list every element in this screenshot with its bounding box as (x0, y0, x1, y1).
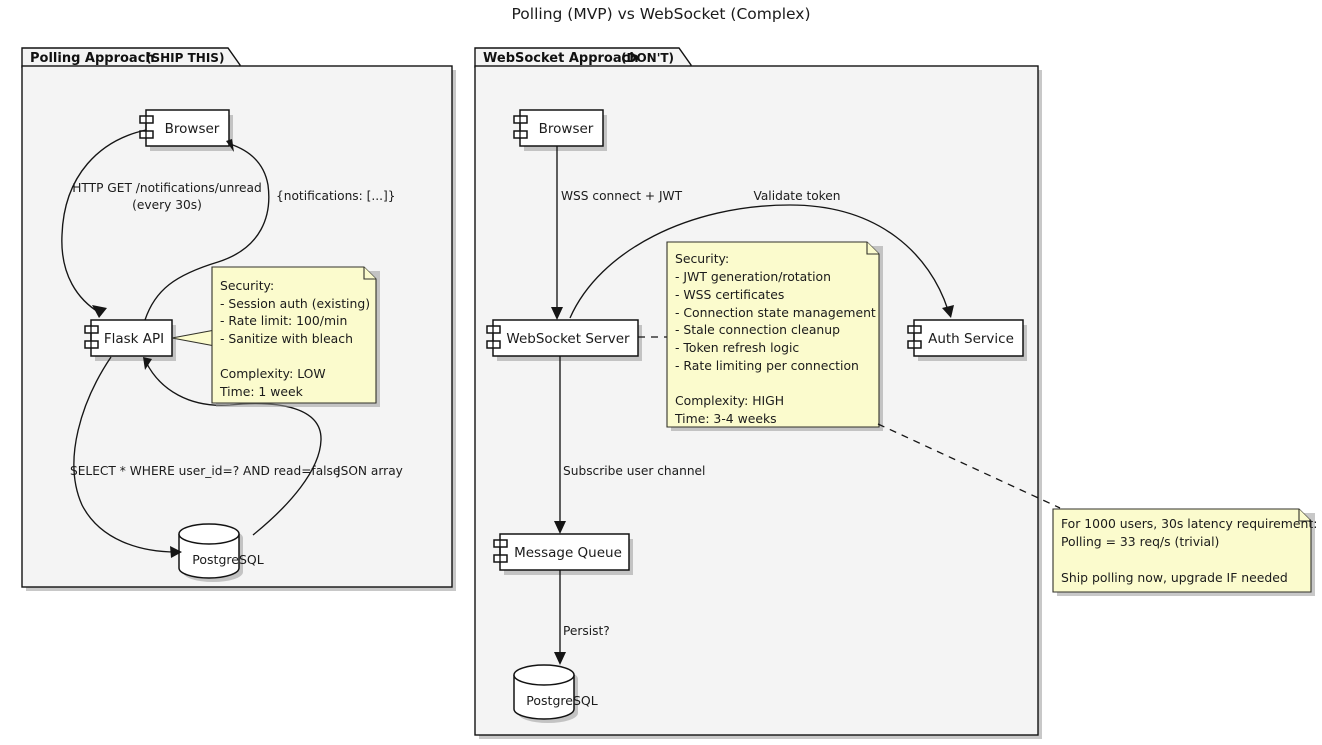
note-websocket-security: Security: - JWT generation/rotation - WS… (666, 241, 883, 431)
edge-notifications-response: {notifications: [...]} (144, 139, 396, 321)
edge-subscribe-channel: Subscribe user channel (554, 356, 705, 534)
note-line: - WSS certificates (675, 287, 784, 302)
note-line: For 1000 users, 30s latency requirement: (1061, 516, 1317, 531)
edge-label: Subscribe user channel (563, 464, 705, 478)
note-polling-security: Security: - Session auth (existing) - Ra… (211, 266, 380, 407)
component-auth-service[interactable]: Auth Service (907, 319, 1027, 361)
component-websocket-browser[interactable]: Browser (513, 109, 607, 151)
edge-label: Persist? (563, 624, 610, 638)
edge-sql-query: SELECT * WHERE user_id=? AND read=false (70, 356, 340, 558)
note-line: - Connection state management (675, 305, 876, 320)
edge-wss-connect: WSS connect + JWT (551, 146, 683, 320)
note-line: - Rate limiting per connection (675, 358, 859, 373)
database-polling-postgresql[interactable]: PostgreSQL (178, 523, 264, 582)
database-label: PostgreSQL (526, 693, 597, 708)
package-websocket-title: WebSocket Approach (483, 51, 639, 66)
note-line: - Stale connection cleanup (675, 322, 840, 337)
note-line: Complexity: HIGH (675, 393, 784, 408)
database-websocket-postgresql[interactable]: PostgreSQL (513, 664, 598, 723)
edge-label: Validate token (753, 189, 840, 203)
note-line: Polling = 33 req/s (trivial) (1061, 534, 1219, 549)
component-polling-browser[interactable]: Browser (139, 109, 233, 151)
note-line: - Sanitize with bleach (220, 331, 353, 346)
component-label: Browser (539, 121, 594, 137)
note-line: Time: 1 week (219, 384, 304, 399)
component-message-queue[interactable]: Message Queue (493, 533, 633, 575)
package-websocket-subtitle: (DON'T) (621, 51, 674, 65)
component-label: WebSocket Server (506, 331, 630, 347)
note-line: - Rate limit: 100/min (220, 313, 347, 328)
package-polling-title: Polling Approach (30, 51, 155, 66)
note-line: Security: (675, 251, 729, 266)
note-line: Ship polling now, upgrade IF needed (1061, 570, 1288, 585)
database-label: PostgreSQL (192, 552, 263, 567)
note-line: Complexity: LOW (220, 366, 326, 381)
component-flask-api[interactable]: Flask API (84, 319, 176, 361)
note-line: - Session auth (existing) (220, 296, 370, 311)
note-line: Time: 3-4 weeks (674, 411, 777, 426)
component-label: Browser (165, 121, 220, 137)
edge-validate-token: Validate token (569, 189, 954, 319)
component-websocket-server[interactable]: WebSocket Server (486, 319, 642, 361)
edge-json-array: JSON array (143, 357, 403, 536)
note-line: - Token refresh logic (675, 340, 799, 355)
edge-label: WSS connect + JWT (561, 189, 683, 203)
component-label: Message Queue (514, 545, 622, 561)
edge-label-line2: (every 30s) (132, 198, 202, 212)
edge-label: SELECT * WHERE user_id=? AND read=false (70, 464, 340, 478)
component-label: Auth Service (928, 331, 1014, 347)
edge-label-line1: HTTP GET /notifications/unread (72, 181, 262, 195)
package-polling-subtitle: (SHIP THIS) (146, 51, 224, 65)
edge-persist: Persist? (554, 570, 610, 665)
component-label: Flask API (104, 331, 164, 347)
edge-http-get: HTTP GET /notifications/unread (every 30… (61, 129, 262, 318)
note-verdict: For 1000 users, 30s latency requirement:… (1052, 508, 1317, 596)
edge-label: JSON array (336, 464, 403, 478)
note-line: - JWT generation/rotation (675, 269, 831, 284)
diagram-title: Polling (MVP) vs WebSocket (Complex) (512, 5, 811, 23)
note-line: Security: (220, 278, 274, 293)
edge-label: {notifications: [...]} (276, 189, 396, 203)
